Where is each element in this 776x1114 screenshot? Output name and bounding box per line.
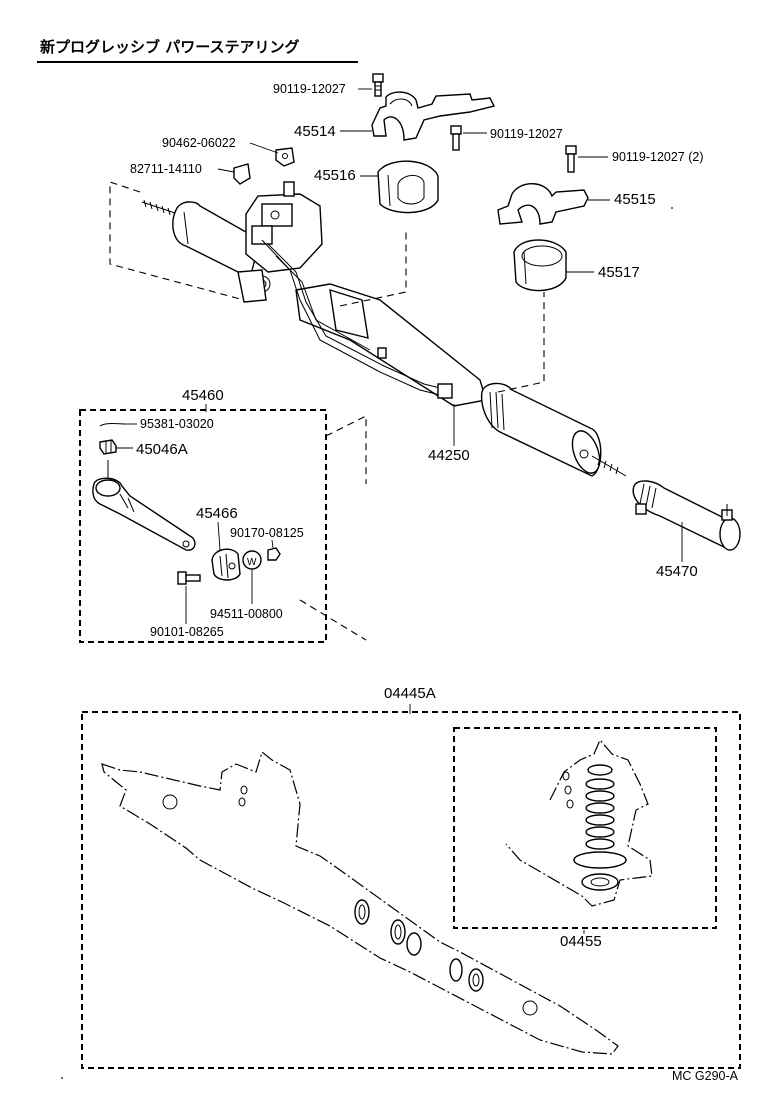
bolt-icon [372, 73, 384, 97]
label-45517: 45517 [598, 264, 640, 281]
clamp-bracket-icon [497, 183, 589, 225]
label-90462-06022: 90462-06022 [162, 136, 236, 150]
washer-icon: W [242, 550, 262, 570]
bolt-icon [565, 145, 577, 173]
seal-ring-icon [449, 958, 484, 992]
kit-box-04455 [453, 727, 717, 929]
bolt-icon [177, 571, 201, 585]
label-04455: 04455 [560, 933, 602, 950]
kit-box-04445a [81, 711, 741, 1069]
kit-box-45460 [79, 409, 327, 643]
rubber-bushing-icon [513, 239, 567, 292]
speck [61, 1077, 63, 1079]
footer-code: MC G290-A [672, 1069, 739, 1083]
label-90170-08125: 90170-08125 [230, 526, 304, 540]
seal-ring-icon [238, 785, 248, 807]
steering-gear-assembly [141, 181, 627, 477]
tie-rod-end-icon [632, 480, 741, 551]
label-45514: 45514 [294, 123, 336, 140]
label-45466: 45466 [196, 505, 238, 522]
label-44250: 44250 [428, 447, 470, 464]
label-90119-12027-2: 90119-12027 (2) [612, 150, 704, 164]
label-45460: 45460 [182, 387, 224, 404]
clamp-icon [211, 548, 241, 581]
diagram-title: 新プログレッシブ パワーステアリング [40, 38, 299, 56]
rubber-bushing-icon [377, 160, 439, 214]
label-82711-14110: 82711-14110 [130, 162, 202, 176]
spring-stack-icon [562, 764, 627, 891]
label-45046a: 45046A [136, 441, 188, 458]
label-45515: 45515 [614, 191, 656, 208]
clamp-bracket-icon [371, 91, 496, 141]
clip-icon [233, 163, 251, 185]
label-90119-12027-top: 90119-12027 [273, 82, 346, 96]
label-90119-12027-mid: 90119-12027 [490, 127, 563, 141]
label-94511-00800: 94511-00800 [210, 607, 283, 621]
label-45516: 45516 [314, 167, 356, 184]
speck [671, 207, 673, 209]
tie-rod-end-icon [92, 460, 196, 551]
valve-silhouette [505, 738, 653, 907]
label-95381-03020: 95381-03020 [140, 417, 214, 431]
clip-icon [275, 147, 295, 167]
label-45470: 45470 [656, 563, 698, 580]
seal-ring-icon [354, 899, 370, 925]
label-90101-08265: 90101-08265 [150, 625, 224, 639]
cotter-pin-icon [99, 423, 127, 427]
nut-icon [99, 439, 117, 455]
seal-ring-icon [390, 919, 422, 956]
nut-icon [267, 547, 281, 561]
label-04445a: 04445A [384, 685, 436, 702]
washer-mark: W [247, 557, 257, 568]
bolt-icon [450, 125, 462, 151]
